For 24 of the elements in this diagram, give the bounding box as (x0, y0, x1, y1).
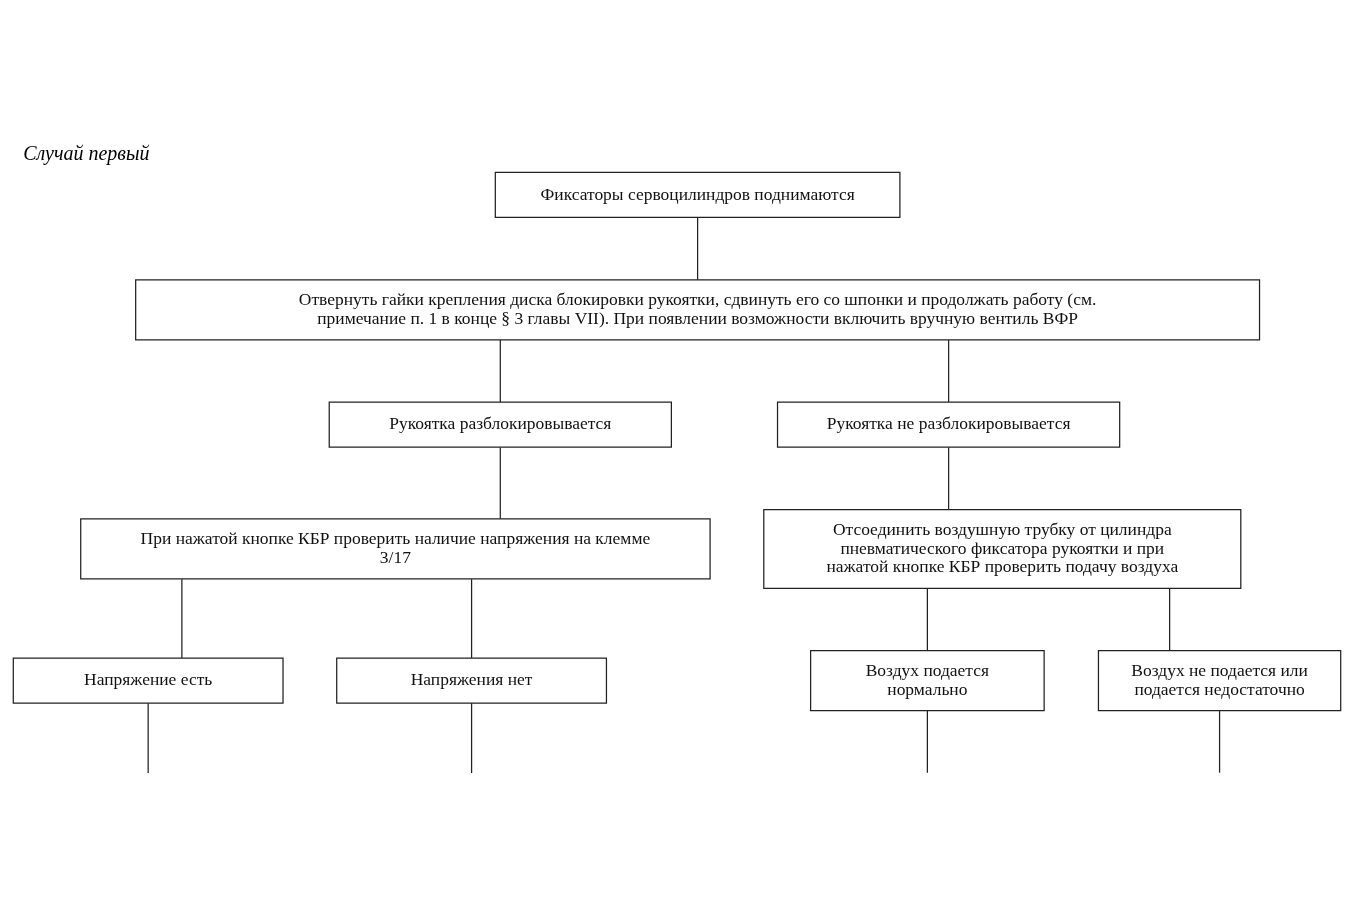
connector (1218, 710, 1221, 774)
connector (181, 578, 183, 659)
node-box: Рукоятка не разблокировывается (776, 401, 1121, 448)
node-box: Отсоединить воздушную трубку от цилиндра пневматического фиксатора рукоятки и при нажатой кнопке КБР проверить подачу воздуха (763, 509, 1242, 589)
node-box: Напряжения нет (336, 657, 608, 704)
node-box: Воздух подается нормально (810, 650, 1045, 712)
connector (499, 446, 501, 520)
connector (499, 339, 501, 403)
connector (947, 446, 950, 510)
node-box: Напряжение есть (12, 657, 284, 704)
connector (947, 339, 950, 403)
node-box: Отвернуть гайки крепления диска блокировки рукоятки, сдвинуть его со шпонки и продолжать работу (см. примечание п. 1 в конце § 3 главы VII). При появлении возможности включить вручную вентиль ВФР (135, 279, 1261, 341)
connector (470, 578, 473, 659)
connector (926, 587, 928, 652)
connector (696, 217, 699, 281)
node-box: При нажатой кнопке КБР проверить наличие напряжения на клемме 3/17 (80, 518, 711, 580)
connector (147, 702, 149, 774)
diagram-title: Случай первый (23, 141, 150, 164)
connector (926, 710, 928, 774)
connector (1169, 587, 1171, 652)
node-box: Воздух не подается или подается недостаточно (1097, 650, 1342, 712)
connector (470, 702, 473, 774)
node-box: Рукоятка разблокировывается (328, 401, 672, 448)
node-box: Фиксаторы сервоцилиндров поднимаются (494, 171, 901, 219)
